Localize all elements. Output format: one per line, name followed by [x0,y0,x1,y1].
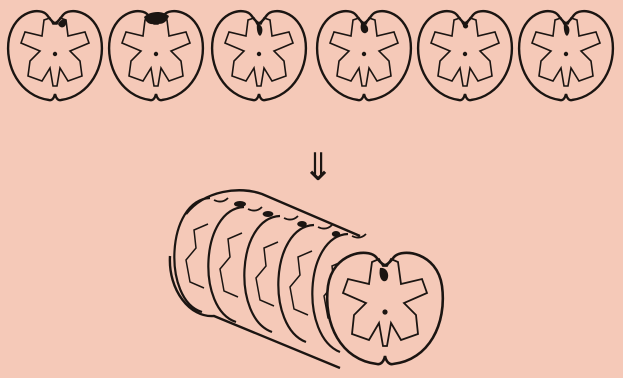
central-canal [154,52,158,56]
central-canal [564,52,568,56]
surface-lesion [234,201,246,207]
down-arrow-icon: ⇓ [302,145,334,189]
central-canal [362,52,366,56]
surface-lesion [332,231,340,237]
cylinder-front-face [327,253,443,364]
central-canal [53,52,57,56]
surface-lesion [297,221,307,227]
central-canal [463,52,467,56]
face-central-canal [382,309,387,314]
surface-lesion [263,211,274,217]
central-canal [257,52,261,56]
